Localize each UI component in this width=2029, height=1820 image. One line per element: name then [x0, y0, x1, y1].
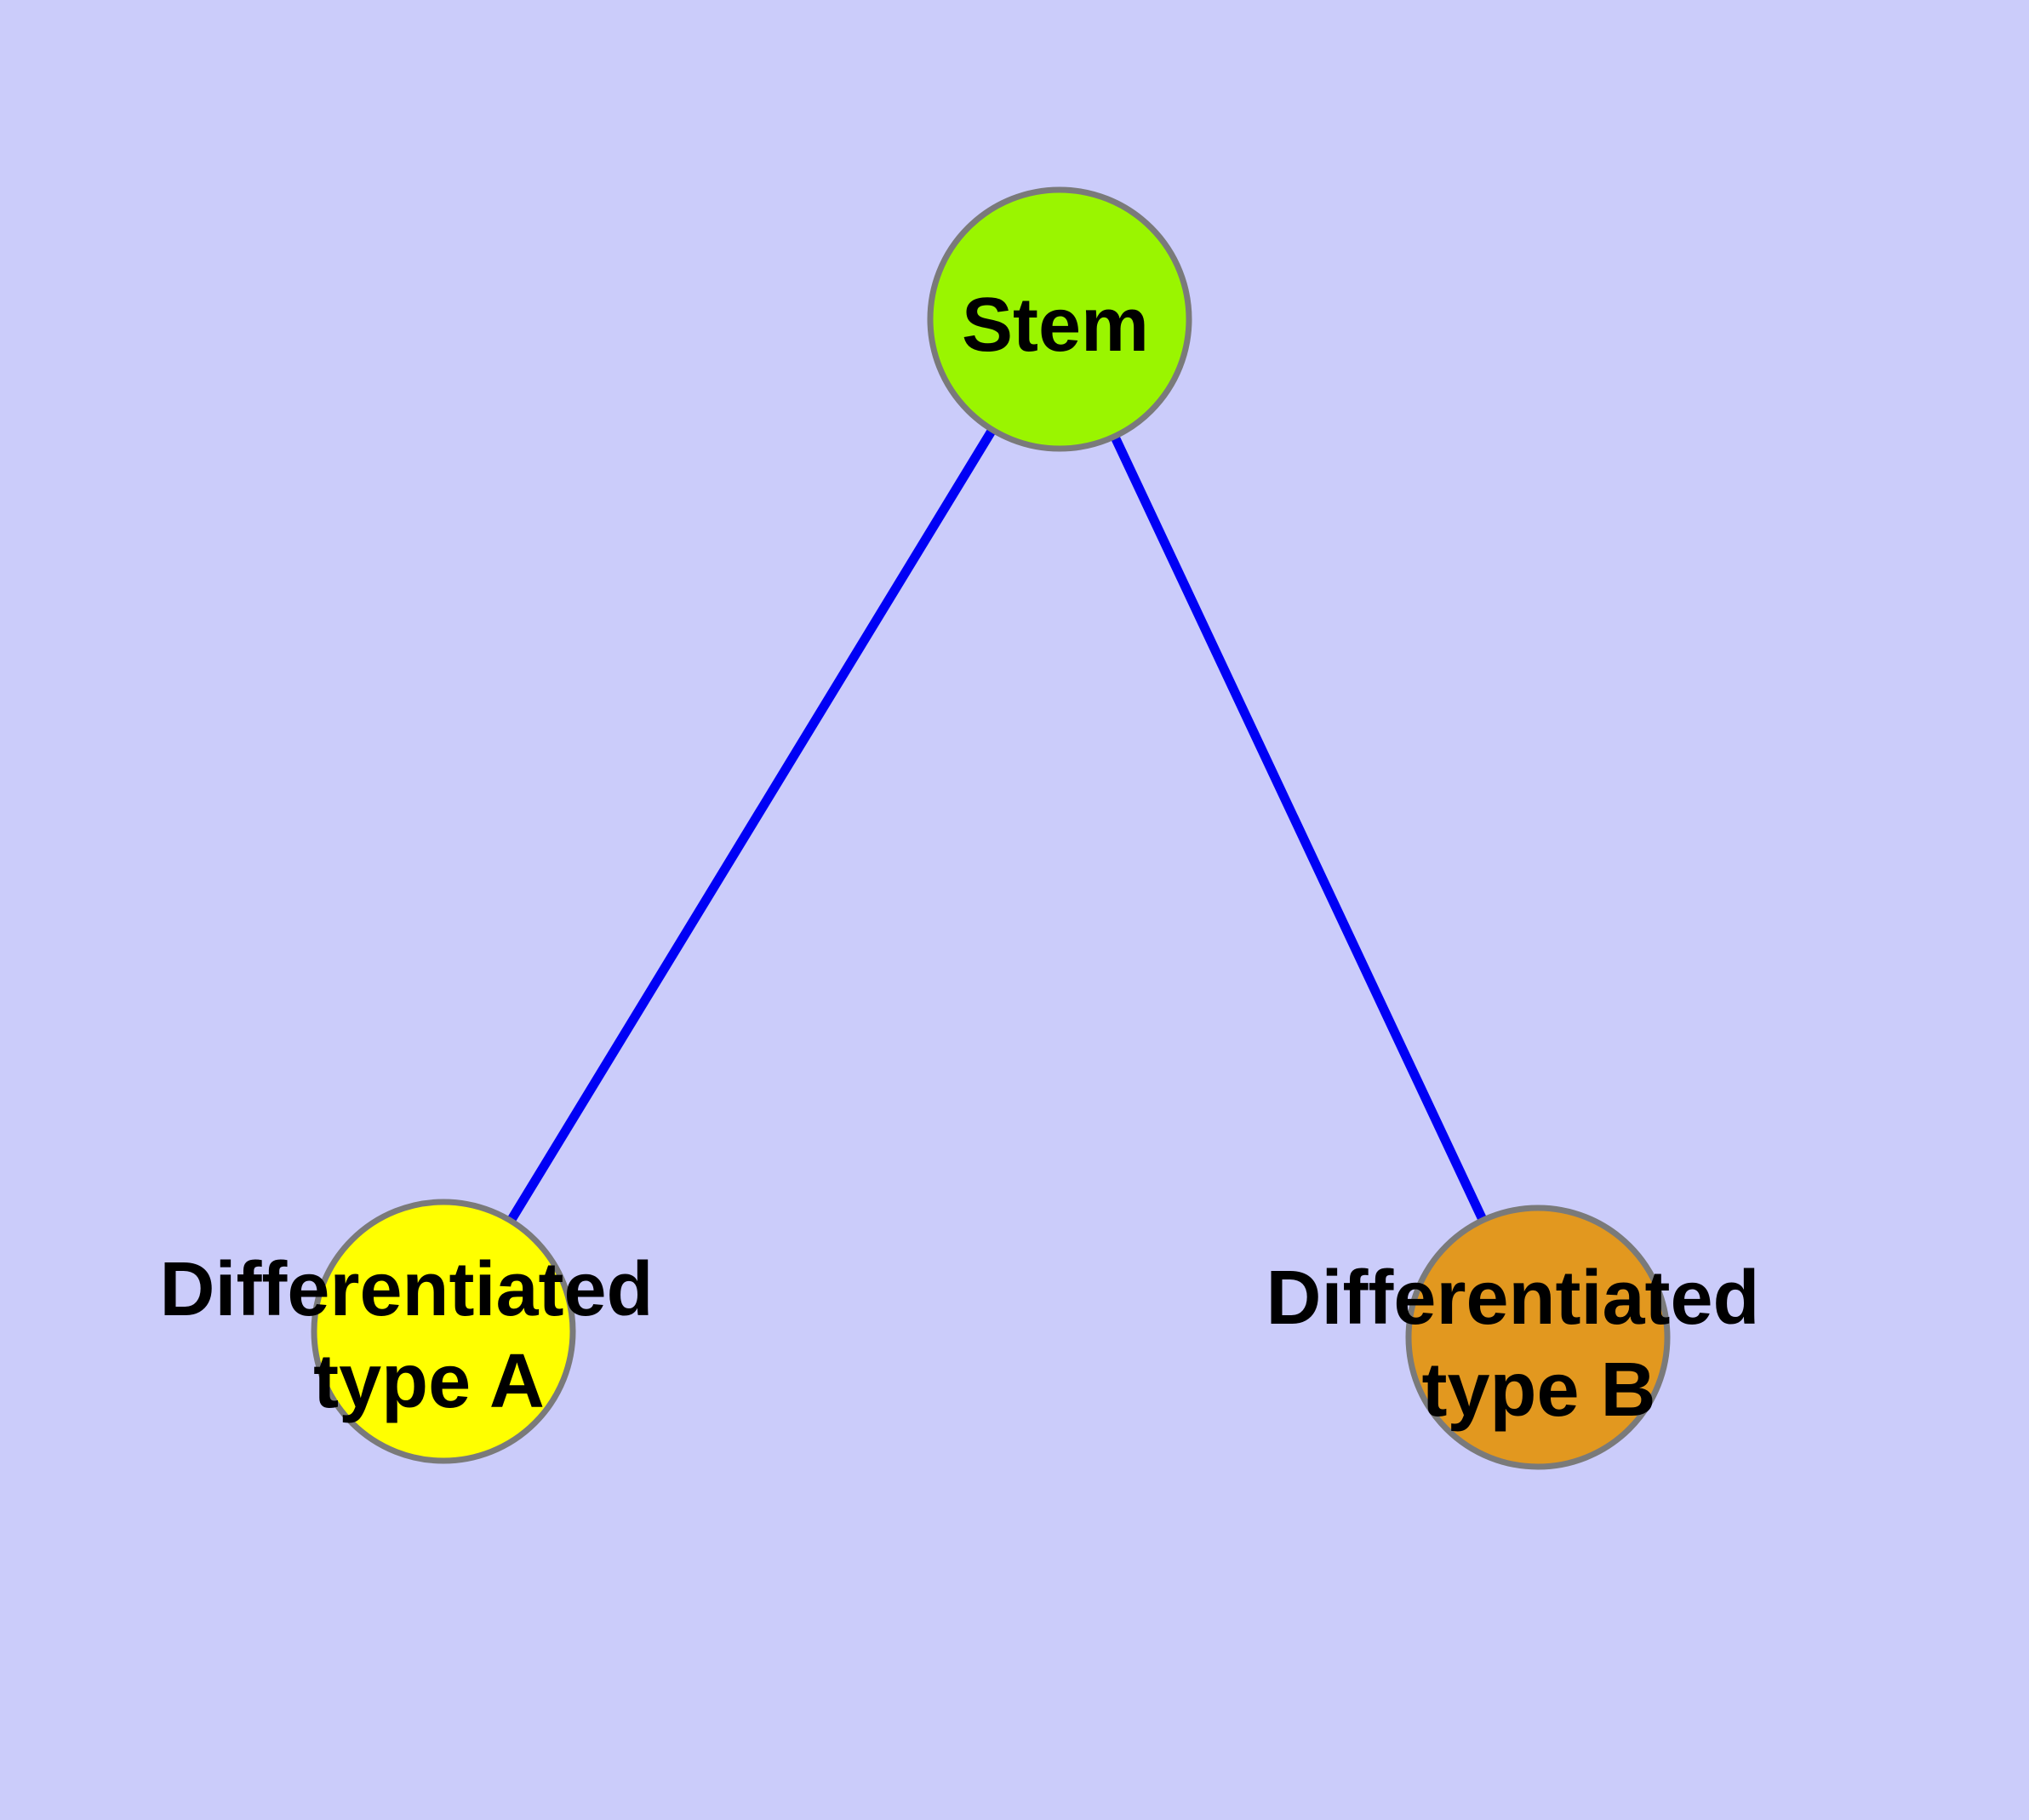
node-type-b-label-line-2: type B — [1421, 1348, 1655, 1433]
node-stem-circle — [927, 186, 1192, 452]
edge-stem-to-type-a — [439, 317, 1064, 1334]
node-type-b-circle — [1405, 1205, 1671, 1470]
edge-stem-to-type-b — [1055, 317, 1542, 1340]
node-type-a-label-line-1: Differentiated — [159, 1247, 653, 1332]
node-type-a-circle — [311, 1199, 576, 1464]
node-type-a-label-line-2: type A — [313, 1339, 545, 1424]
node-type-a-label: Differentiated type A — [159, 1247, 674, 1424]
node-type-b-label-line-1: Differentiated — [1266, 1256, 1759, 1341]
node-type-b-label: Differentiated type B — [1266, 1256, 1780, 1433]
node-stem-label: Stem — [962, 283, 1149, 368]
